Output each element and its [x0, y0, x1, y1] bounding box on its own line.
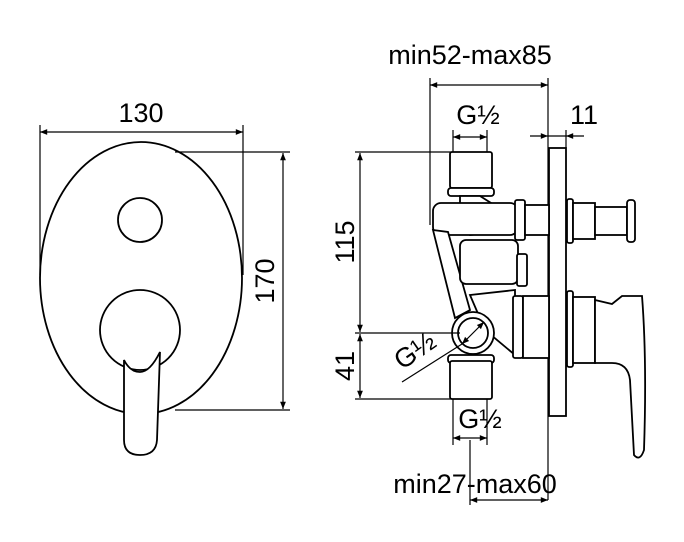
lever-side: [566, 290, 647, 459]
lever-handle: [123, 351, 161, 456]
diverter-knob-side: [566, 198, 636, 244]
width-label: 130: [118, 98, 163, 128]
top-connection-label: G½: [456, 100, 500, 130]
valve-body: [431, 151, 550, 400]
diverter-button: [117, 197, 163, 243]
wall-depth-top-label: min52-max85: [388, 40, 552, 70]
wall-plate: [548, 147, 567, 417]
front-view: 130 170: [39, 98, 290, 456]
bottom-connection-label: G½: [458, 404, 502, 434]
height-label: 170: [250, 258, 280, 303]
lever-base: [99, 289, 181, 371]
side-view: min52-max85 G½ 11: [330, 40, 647, 505]
wall-depth-bottom-label: min27-max60: [393, 469, 557, 499]
plate-thickness-label: 11: [570, 100, 598, 130]
lower-height-label: 41: [330, 351, 360, 381]
upper-height-label: 115: [330, 220, 360, 263]
